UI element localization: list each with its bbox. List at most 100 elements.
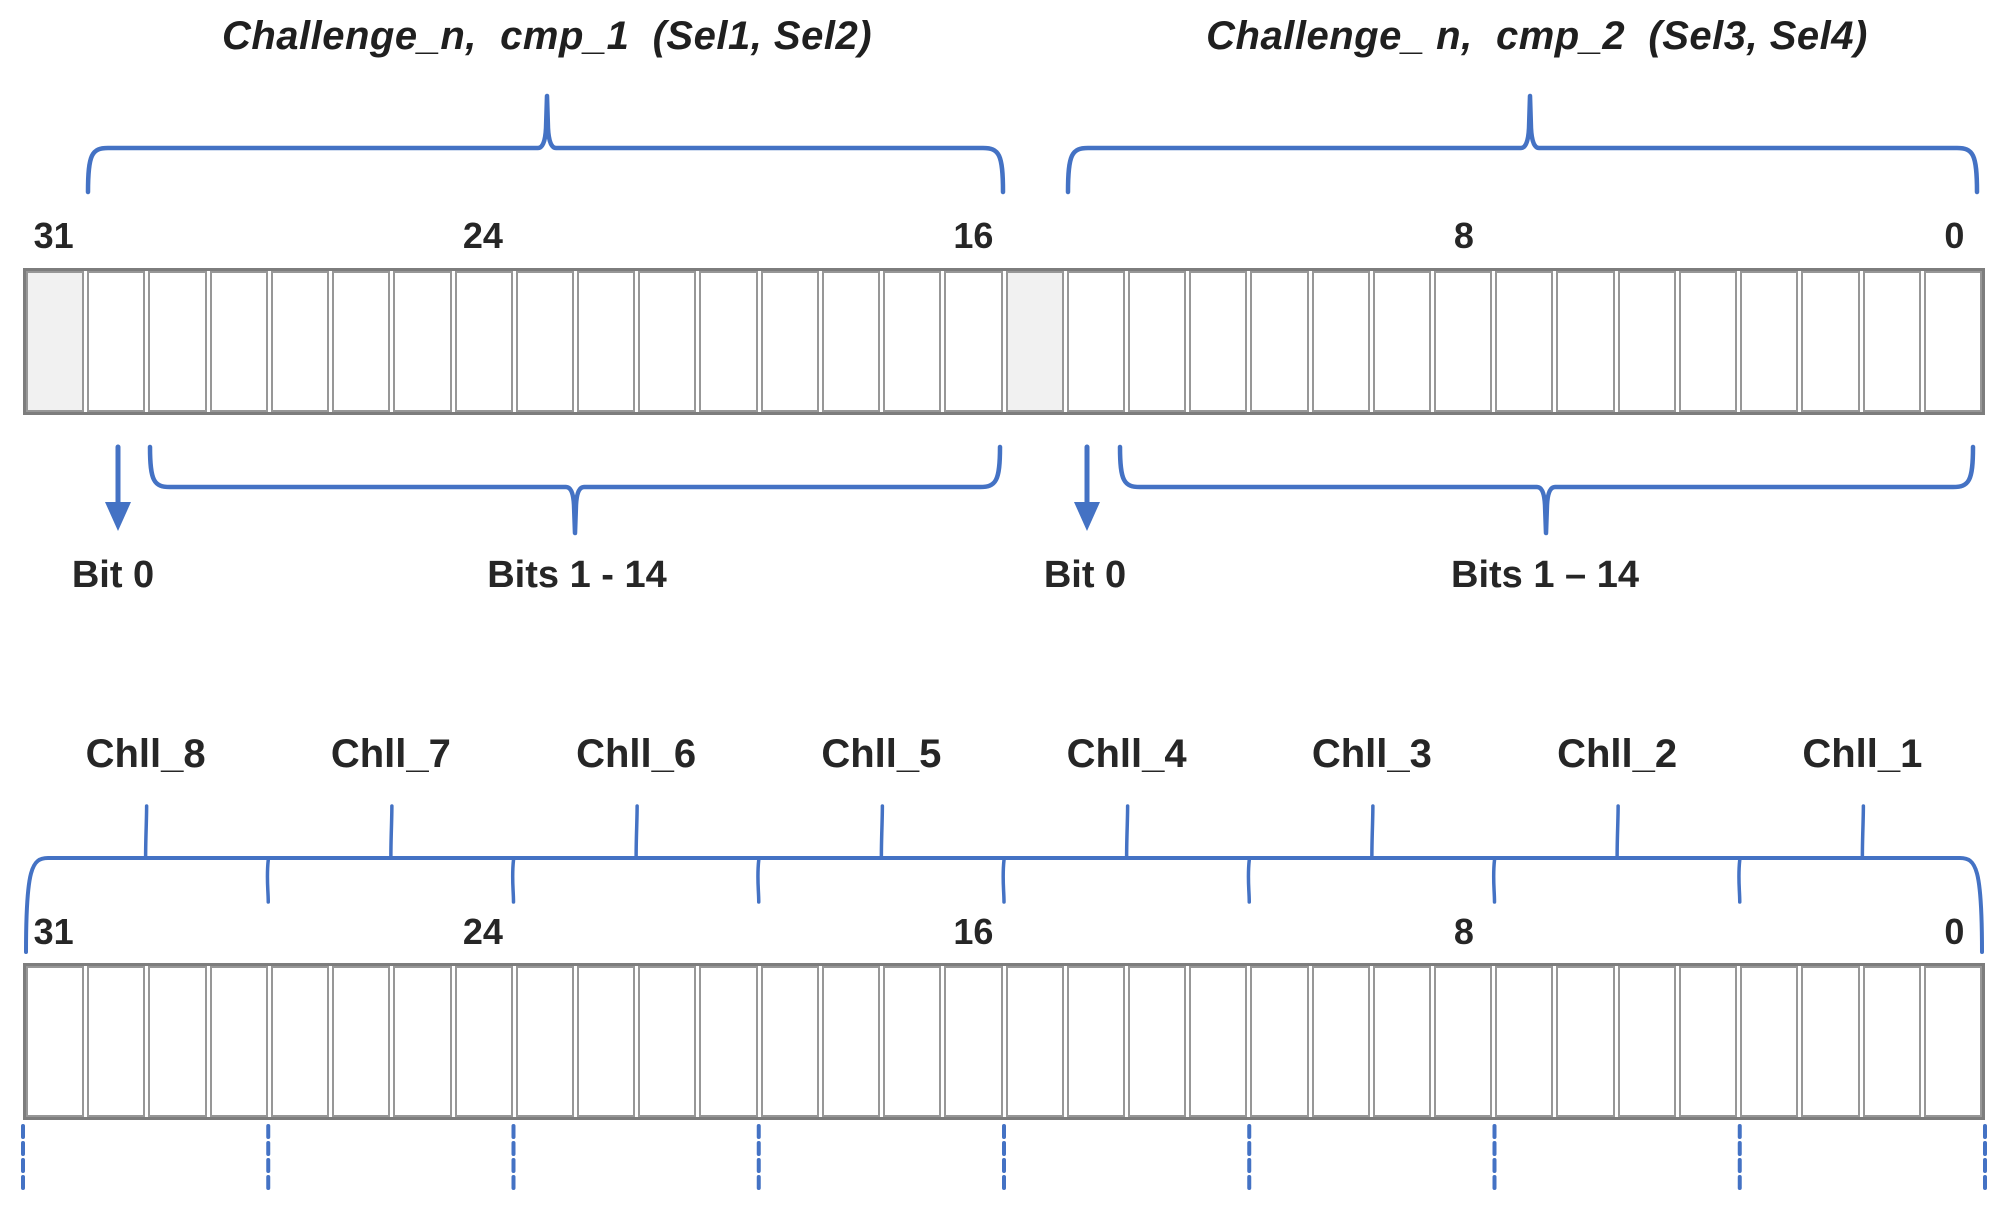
register1-cell-bit17 [883, 271, 942, 412]
register2-cell-bit19 [760, 966, 819, 1117]
register1-cell-bit19 [760, 271, 819, 412]
chll-pointer-1 [1860, 804, 1866, 858]
register1-cell-bit3 [1740, 271, 1799, 412]
cmp1-brace [85, 93, 1006, 195]
chll-pointer-2 [1615, 804, 1620, 858]
register2-cell-bit21 [638, 966, 697, 1117]
register1-cell-bit12 [1189, 271, 1248, 412]
bit0-arrow-left-head [105, 502, 131, 531]
register2-cell-bit13 [1127, 966, 1187, 1117]
register2-cell-bit30 [87, 966, 146, 1117]
register2-cell-bit0 [1923, 966, 1982, 1117]
register2-cell-bit25 [393, 966, 452, 1117]
register1-cell-bit25 [393, 271, 452, 412]
register2-cell-bit1 [1862, 966, 1921, 1117]
register1-cell-bit0 [1923, 271, 1982, 412]
bits-1-14-label-left: Bits 1 - 14 [487, 554, 667, 596]
bits-1-14-brace-right [1117, 444, 1976, 536]
register2-cell-bit12 [1189, 966, 1248, 1117]
register1-cell-bit14 [1066, 271, 1125, 412]
bit0-label-left: Bit 0 [71, 554, 155, 596]
chll-label-8: Chll_8 [85, 732, 206, 776]
chll-label-7: Chll_7 [330, 732, 451, 776]
chll-pointer-7 [389, 804, 394, 858]
chll-brace-line [24, 856, 1984, 954]
register1-cell-bit10 [1311, 271, 1370, 412]
group-boundary-spike-7 [1737, 858, 1742, 904]
register1-cell-bit28 [209, 271, 268, 412]
register1-cell-bit8 [1434, 271, 1493, 412]
chll-pointer-3 [1370, 804, 1375, 858]
chll-label-6: Chll_6 [576, 732, 697, 776]
register2-cell-bit31 [26, 966, 85, 1117]
register1-cell-bit18 [821, 271, 881, 412]
register2-cell-bit23 [515, 966, 574, 1117]
bits-1-14-brace-left [147, 444, 1003, 536]
group-boundary-spike-1 [265, 858, 270, 904]
cmp2-label: Challenge_ n, cmp_2 (Sel3, Sel4) [1206, 14, 1868, 58]
chll-label-3: Chll_3 [1311, 732, 1432, 776]
register2-cell-bit6 [1556, 966, 1615, 1117]
register2-cell-bit2 [1801, 966, 1860, 1117]
bits-1-14-label-right: Bits 1 – 14 [1451, 554, 1639, 596]
register1-cell-bit31 [26, 271, 85, 412]
chll-label-1: Chll_1 [1802, 732, 1923, 776]
register1-cell-bit5 [1617, 271, 1676, 412]
register2-cell-bit27 [270, 966, 330, 1117]
register2-cell-bit17 [883, 966, 942, 1117]
register1-cell-bit9 [1372, 271, 1432, 412]
register2-cell-bit16 [944, 966, 1003, 1117]
register2-cell-bit14 [1066, 966, 1125, 1117]
bit-scale-label-31: 31 [33, 215, 74, 256]
register2-cell-bit8 [1434, 966, 1493, 1117]
register2 [23, 963, 1985, 1120]
bit-scale-label-0: 0 [1944, 911, 1965, 952]
chll-pointer-8 [143, 804, 149, 858]
bit-scale-label-16: 16 [953, 215, 994, 256]
register1-cell-bit26 [332, 271, 391, 412]
register2-cell-bit9 [1372, 966, 1432, 1117]
register1-cell-bit16 [944, 271, 1003, 412]
register1-cell-bit23 [515, 271, 574, 412]
bit-scale-label-31: 31 [33, 911, 74, 952]
chll-pointer-5 [879, 804, 885, 858]
group-boundary-spike-3 [756, 858, 761, 904]
register2-cell-bit10 [1311, 966, 1370, 1117]
bit-scale-label-24: 24 [462, 215, 503, 256]
register1-cell-bit2 [1801, 271, 1860, 412]
register1-cell-bit4 [1678, 271, 1738, 412]
register2-cell-bit4 [1678, 966, 1738, 1117]
group-boundary-spike-2 [510, 858, 516, 904]
cmp2-brace [1065, 93, 1980, 195]
chll-label-4: Chll_4 [1066, 732, 1187, 776]
register2-cell-bit22 [576, 966, 636, 1117]
group-boundary-spike-4 [1001, 858, 1006, 904]
bit0-label-right: Bit 0 [1043, 554, 1127, 596]
register1-cell-bit7 [1495, 271, 1554, 412]
bit-scale-label-16: 16 [953, 911, 994, 952]
register2-cell-bit28 [209, 966, 268, 1117]
cmp1-label: Challenge_n, cmp_1 (Sel1, Sel2) [221, 14, 873, 58]
register2-cell-bit29 [148, 966, 207, 1117]
bit-scale-label-8: 8 [1453, 911, 1474, 952]
group-boundary-spike-6 [1491, 858, 1497, 904]
register1-cell-bit20 [699, 271, 758, 412]
chll-label-2: Chll_2 [1557, 732, 1678, 776]
register1-cell-bit1 [1862, 271, 1921, 412]
register1-cell-bit24 [454, 271, 513, 412]
register2-cell-bit24 [454, 966, 513, 1117]
bit-scale-label-24: 24 [462, 911, 503, 952]
register1-cell-bit15 [1005, 271, 1064, 412]
register1-cell-bit29 [148, 271, 207, 412]
chll-pointer-6 [634, 804, 639, 858]
register1-cell-bit22 [576, 271, 636, 412]
register2-cell-bit7 [1495, 966, 1554, 1117]
register2-cell-bit18 [821, 966, 881, 1117]
bit-scale-label-8: 8 [1453, 215, 1474, 256]
register1-cell-bit27 [270, 271, 330, 412]
register2-cell-bit26 [332, 966, 391, 1117]
chll-label-5: Chll_5 [821, 732, 942, 776]
register2-cell-bit11 [1250, 966, 1309, 1117]
register2-cell-bit3 [1740, 966, 1799, 1117]
